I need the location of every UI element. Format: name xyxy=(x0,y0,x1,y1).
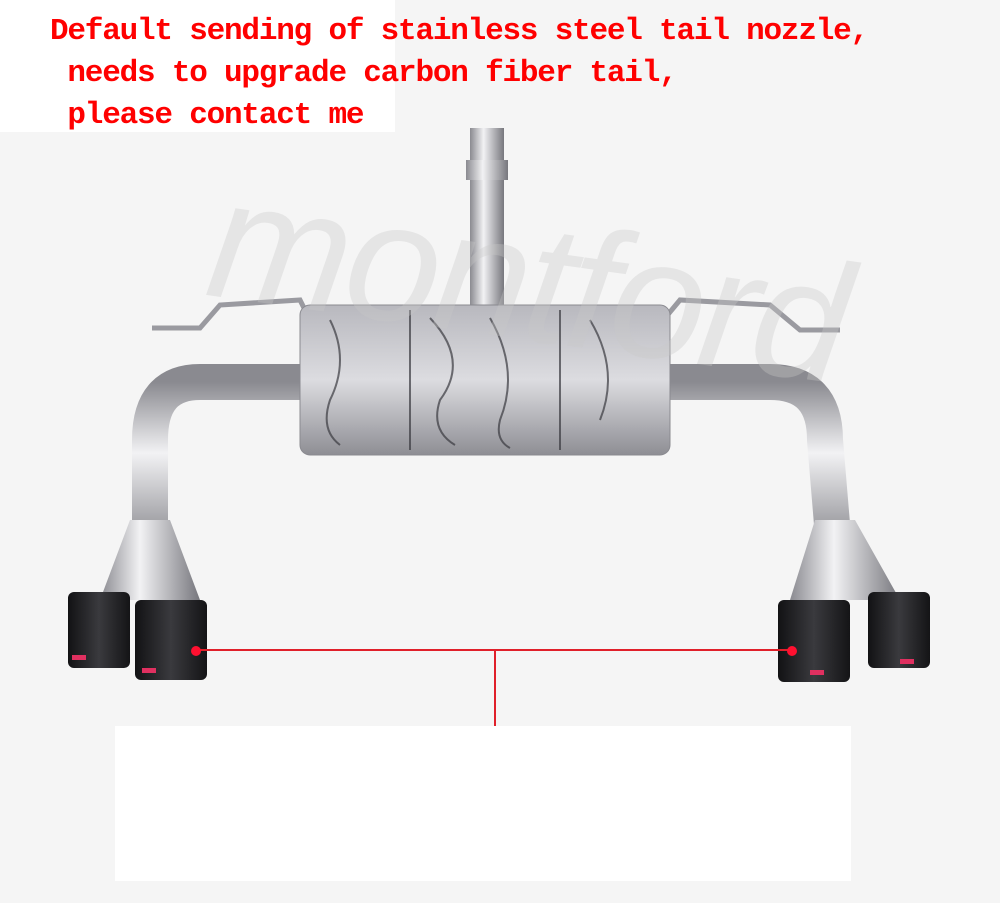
pointer-lines xyxy=(196,649,792,726)
pipe-right xyxy=(665,364,853,562)
caption-line-3: please contact me xyxy=(50,98,364,133)
hanger-right xyxy=(663,297,840,333)
carbon-tips-right xyxy=(778,592,930,682)
inlet-pipe xyxy=(470,128,504,308)
hanger-left xyxy=(152,297,313,331)
caption-line-2: needs to upgrade carbon fiber tail, xyxy=(50,56,677,91)
pipe-left xyxy=(132,364,305,560)
blank-panel xyxy=(115,726,851,881)
carbon-tips-left xyxy=(68,592,207,680)
muffler xyxy=(299,304,671,456)
caption-line-1: Default sending of stainless steel tail … xyxy=(50,14,869,49)
caption-background xyxy=(0,0,395,132)
